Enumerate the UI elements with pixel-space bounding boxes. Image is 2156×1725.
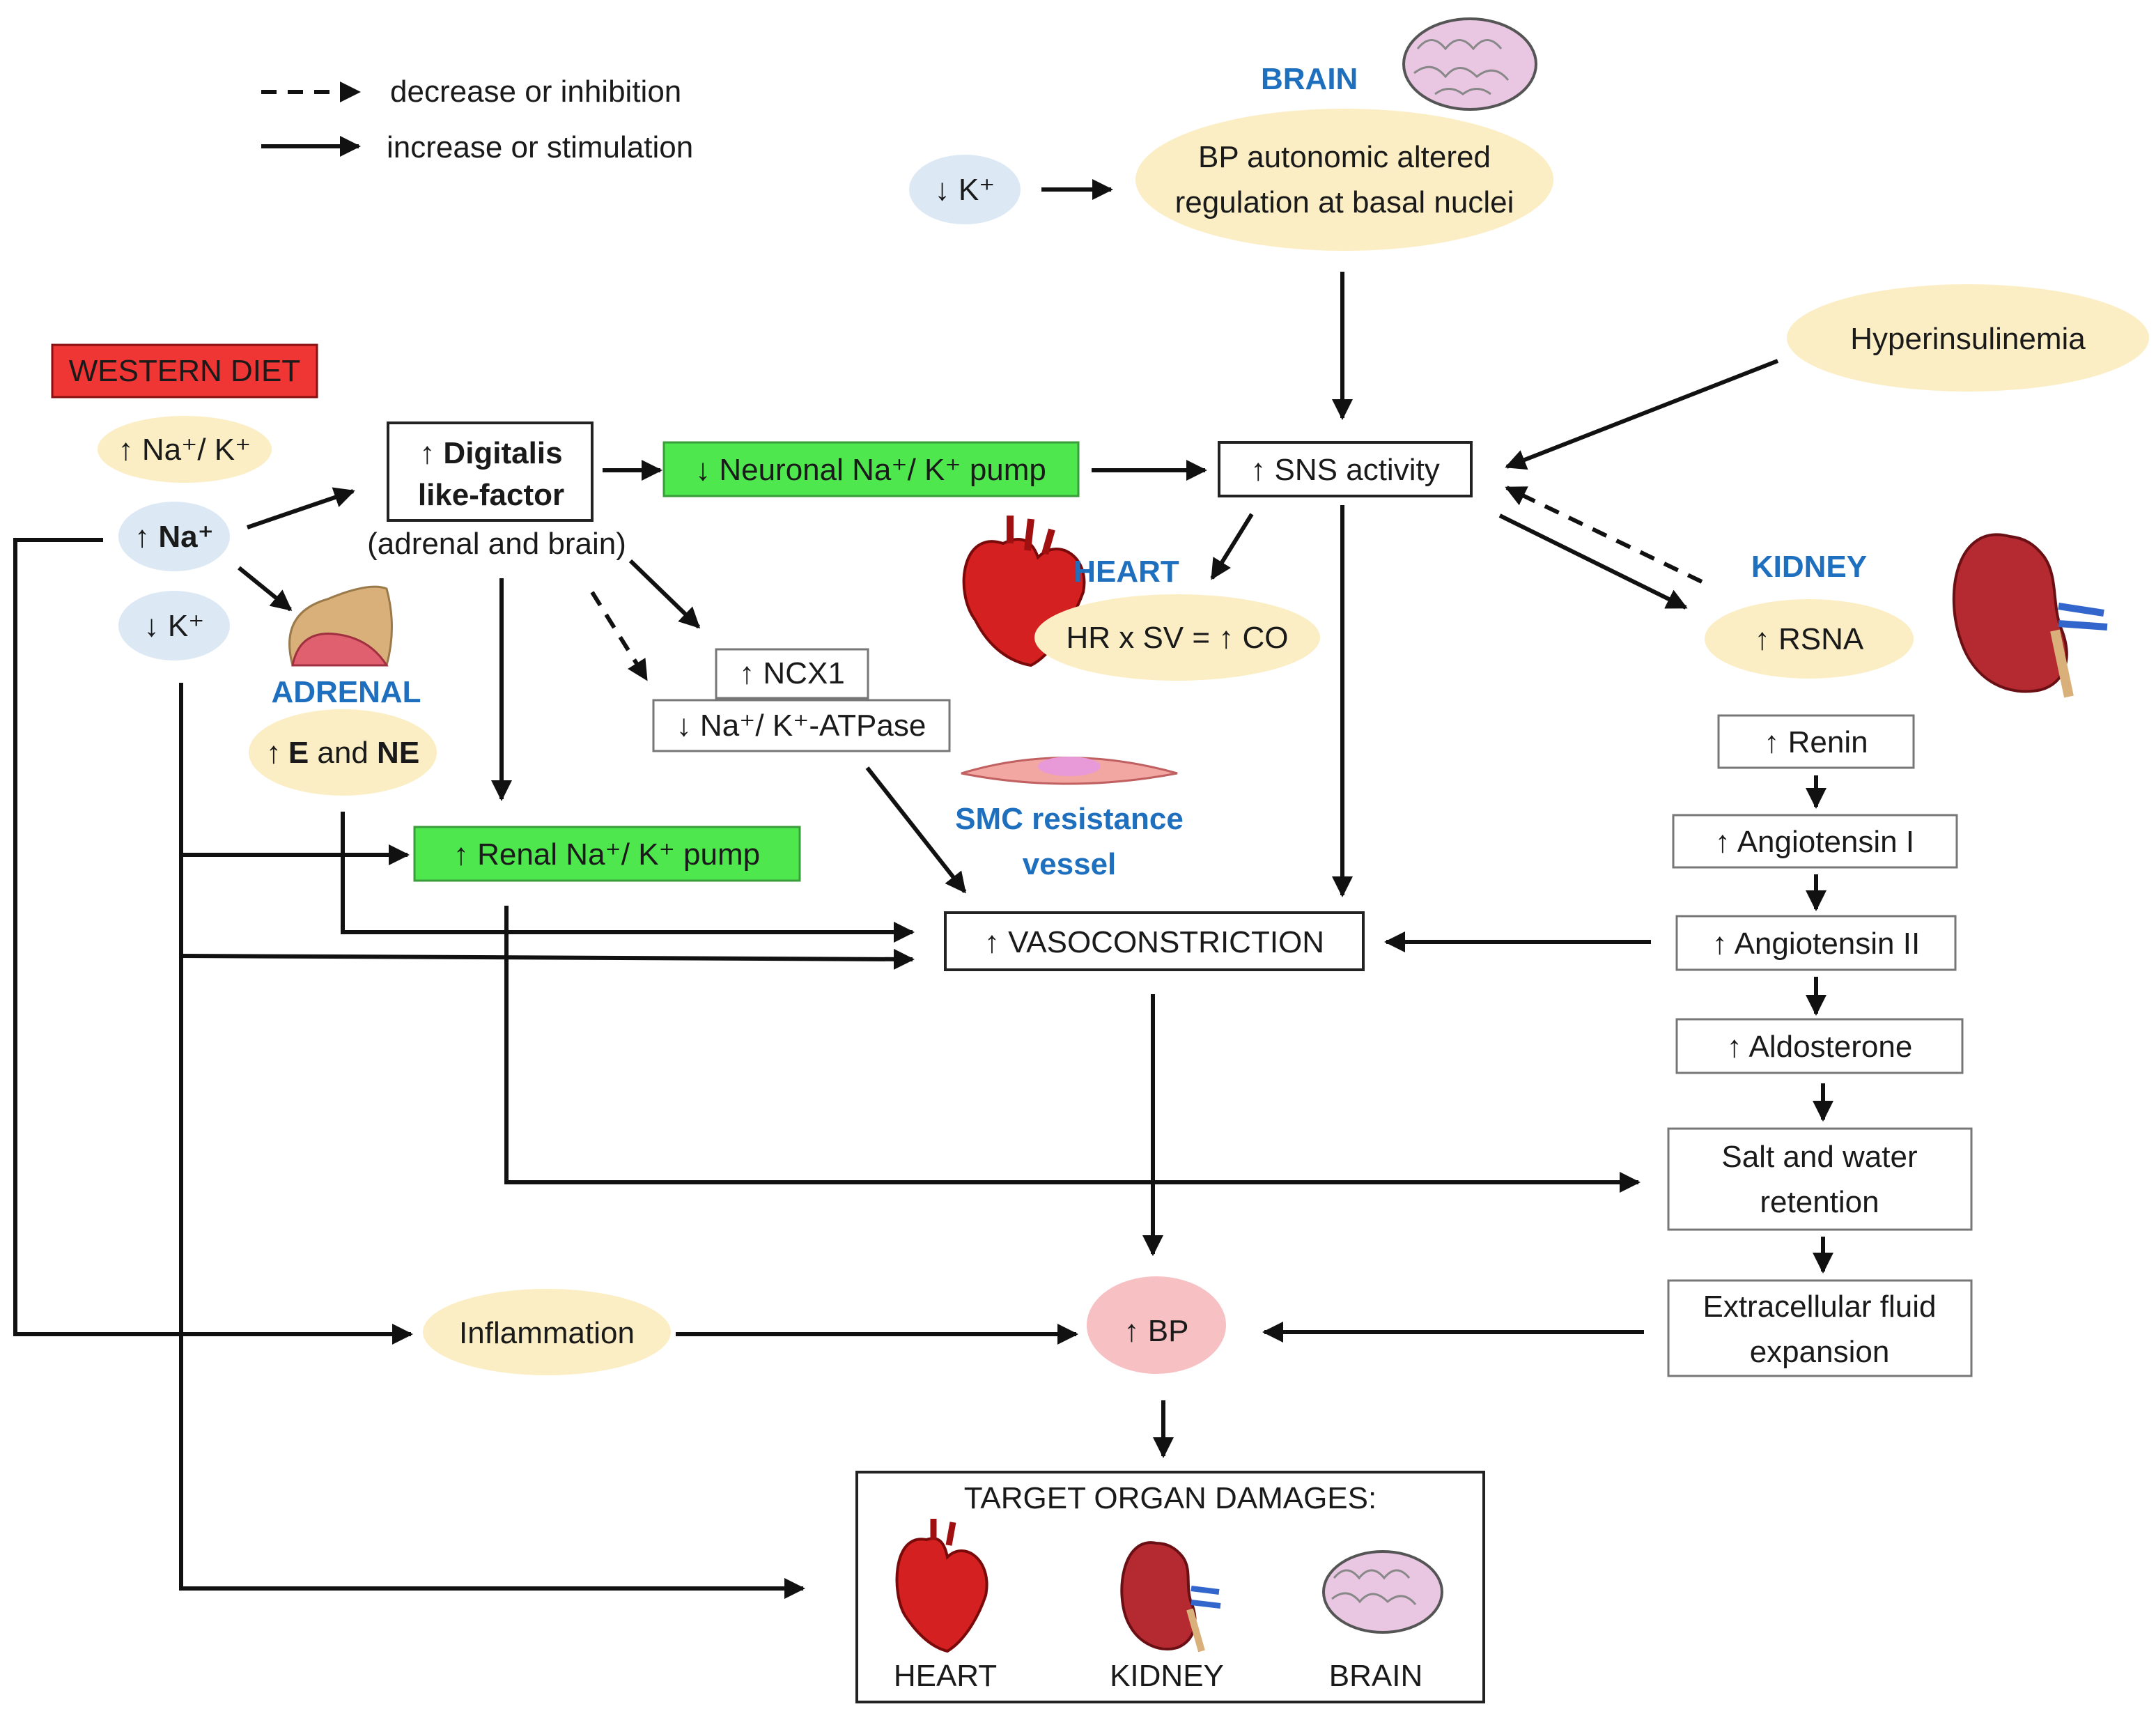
legend-solid-label: increase or stimulation xyxy=(387,130,693,164)
angiotensin1-box xyxy=(1672,814,1958,869)
inflammation-bubble xyxy=(423,1289,671,1375)
atpase-box xyxy=(652,699,951,752)
arrow-renal-pump-to-salt-water xyxy=(504,906,1641,1193)
rsna: ↑ RSNA xyxy=(1755,622,1864,656)
heart-formula-bubble xyxy=(1034,594,1320,681)
arrow-na-to-adrenal xyxy=(238,566,293,612)
na-up-bubble xyxy=(118,502,230,571)
aldosterone: ↑ Aldosterone xyxy=(1727,1030,1913,1064)
arrows xyxy=(13,179,1833,1599)
k-down-left: ↓ K⁺ xyxy=(144,609,205,643)
western-diet: WESTERN DIET xyxy=(69,354,300,388)
ncx1: ↑ NCX1 xyxy=(739,656,845,690)
arrow-sns-to-heart xyxy=(1210,513,1254,580)
adrenal-organ-label: ADRENAL xyxy=(271,675,421,709)
smc-label-line1: SMC resistance xyxy=(955,802,1184,836)
neuronal-pump: ↓ Neuronal Na⁺/ K⁺ pump xyxy=(695,453,1046,487)
heart-organ-label: HEART xyxy=(1073,555,1179,589)
e-ne-bubble xyxy=(249,709,437,796)
brain-organ-label: BRAIN xyxy=(1261,62,1358,96)
smc-label-line2: vessel xyxy=(1023,847,1117,881)
aldosterone-box xyxy=(1675,1018,1964,1074)
neuronal-pump-box xyxy=(662,441,1080,497)
bp-bubble xyxy=(1087,1276,1226,1374)
target-brain-label: BRAIN xyxy=(1329,1659,1422,1693)
atpase: ↓ Na⁺/ K⁺-ATPase xyxy=(676,709,926,743)
sns: ↑ SNS activity xyxy=(1250,453,1439,487)
arrow-na-to-inflammation xyxy=(13,538,413,1345)
target-kidney-icon xyxy=(1120,1541,1221,1653)
digitalis-subtitle: (adrenal and brain) xyxy=(367,527,626,561)
ecf-box xyxy=(1667,1279,1973,1377)
bp-regulation-line2: regulation at basal nuclei xyxy=(1175,185,1514,219)
rsna-bubble xyxy=(1705,599,1914,679)
renin: ↑ Renin xyxy=(1764,725,1868,759)
arrow-k-to-target-organs xyxy=(179,683,805,1599)
salt-water-line2: retention xyxy=(1760,1185,1879,1219)
angiotensin1: ↑ Angiotensin I xyxy=(1715,825,1914,859)
arrow-k-to-vasoconstriction xyxy=(180,948,915,970)
legend: decrease or inhibition increase or stimu… xyxy=(261,75,693,164)
ncx1-box xyxy=(715,648,869,699)
bp-regulation-line1: BP autonomic altered xyxy=(1198,140,1491,174)
k-down-top-bubble xyxy=(909,155,1021,224)
western-diet-box xyxy=(51,343,318,399)
renin-box xyxy=(1717,714,1915,769)
arrow-digitalis-to-ncx1 xyxy=(628,559,701,629)
target-heart-icon xyxy=(895,1519,988,1653)
arrow-na-to-digitalis xyxy=(247,487,355,529)
target-brain-icon xyxy=(1322,1550,1443,1634)
na-k-ratio-bubble xyxy=(98,416,272,483)
brain-icon xyxy=(1402,17,1537,111)
arrow-atpase-to-vasoconstriction xyxy=(865,766,967,894)
angiotensin2: ↑ Angiotensin II xyxy=(1712,927,1920,961)
smc-vessel-icon xyxy=(961,757,1178,785)
bp: ↑ BP xyxy=(1124,1314,1189,1348)
heart-formula: HR x SV = ↑ CO xyxy=(1066,621,1288,655)
arrow-rsna-to-sns xyxy=(1505,486,1703,584)
ecf-line2: expansion xyxy=(1750,1335,1890,1369)
vasoconstriction-box xyxy=(944,911,1365,971)
k-down-left-bubble xyxy=(118,591,230,660)
kidney-icon xyxy=(1952,533,2108,698)
renal-pump-box xyxy=(413,826,801,882)
na-k-ratio: ↑ Na⁺/ K⁺ xyxy=(118,433,251,467)
angiotensin2-box xyxy=(1675,915,1957,971)
vasoconstriction: ↑ VASOCONSTRICTION xyxy=(984,925,1324,959)
digitalis-line2: like-factor xyxy=(418,478,564,512)
na-up: ↑ Na⁺ xyxy=(134,520,214,554)
arrow-adrenal-to-vasoconstriction xyxy=(341,812,915,943)
arrow-digitalis-to-atpase xyxy=(590,591,649,681)
arrow-sns-to-rsna xyxy=(1498,513,1688,610)
adrenal-gland-icon xyxy=(288,585,393,667)
salt-water-line1: Salt and water xyxy=(1721,1140,1917,1174)
salt-water-box xyxy=(1667,1127,1973,1231)
target-organs-title: TARGET ORGAN DAMAGES: xyxy=(964,1481,1376,1515)
renal-pump: ↑ Renal Na⁺/ K⁺ pump xyxy=(453,837,760,872)
e-ne: ↑E and NE xyxy=(266,736,419,770)
ecf-line1: Extracellular fluid xyxy=(1703,1290,1936,1324)
sns-box xyxy=(1218,441,1473,497)
digitalis-line1: ↑Digitalis xyxy=(419,436,562,470)
k-down-top: ↓ K⁺ xyxy=(935,173,995,207)
kidney-organ-label: KIDNEY xyxy=(1751,550,1867,584)
digitalis-box xyxy=(387,421,594,522)
hyperinsulinemia: Hyperinsulinemia xyxy=(1850,322,2086,356)
target-kidney-label: KIDNEY xyxy=(1110,1659,1224,1693)
hyperinsulinemia-bubble xyxy=(1787,284,2149,392)
inflammation: Inflammation xyxy=(459,1316,635,1350)
target-heart-label: HEART xyxy=(894,1659,997,1693)
legend-dashed-label: decrease or inhibition xyxy=(390,75,681,109)
arrow-hyperinsulinemia-to-sns xyxy=(1505,359,1779,470)
bp-regulation-bubble xyxy=(1135,109,1553,251)
